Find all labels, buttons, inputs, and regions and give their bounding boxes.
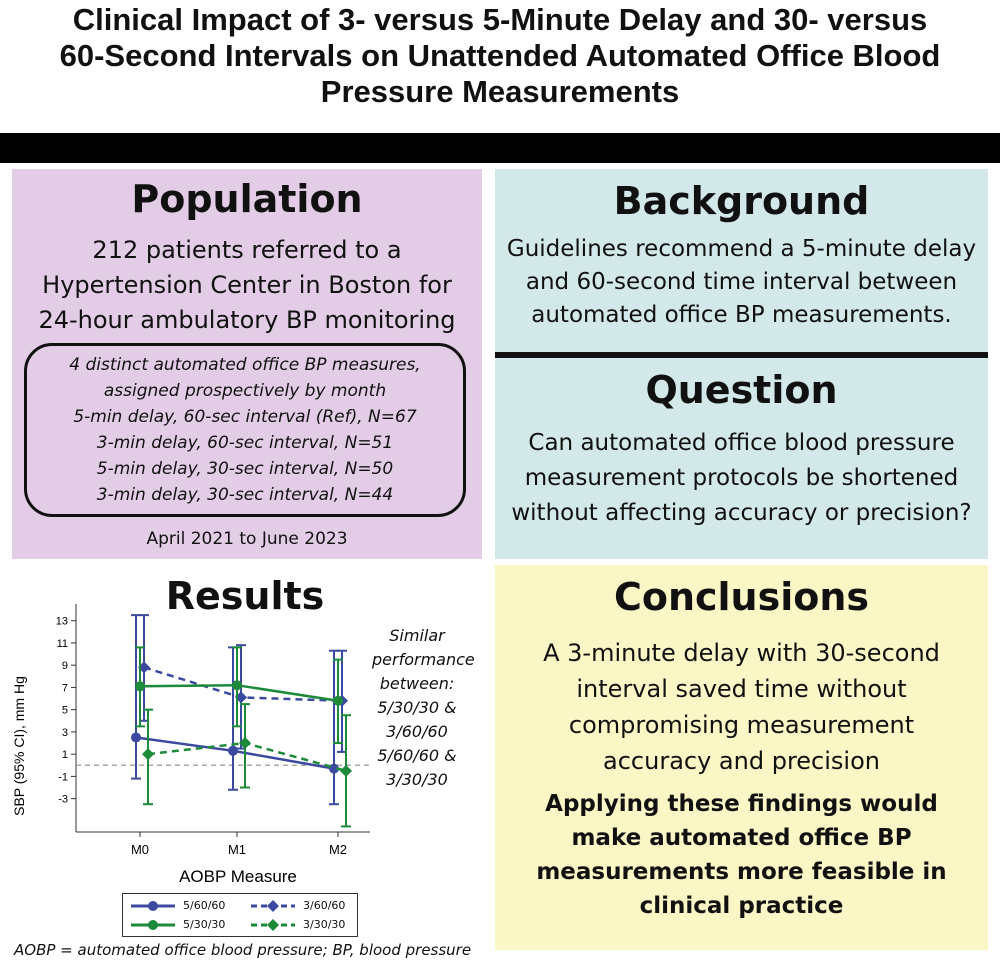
measures-line: assigned prospectively by month [103, 381, 387, 401]
y-tick-label: -3 [58, 794, 68, 806]
question-heading: Question [645, 368, 838, 412]
conclusions-line: compromising measurement [568, 711, 915, 739]
measures-line: 5-min delay, 30-sec interval, N=50 [96, 459, 394, 479]
background-line: Guidelines recommend a 5-minute delay [506, 236, 977, 262]
y-tick-label: 9 [62, 660, 68, 672]
data-point [131, 732, 141, 743]
legend-marker-diamond [267, 919, 279, 931]
background-text: Guidelines recommend a 5-minute delay an… [495, 233, 988, 332]
question-line: measurement protocols be shortened [524, 465, 959, 491]
similar-performance-note: Similar performance between: 5/30/30 & 3… [372, 624, 475, 792]
y-tick-label: 3 [62, 727, 68, 739]
question-text: Can automated office blood pressure meas… [495, 426, 988, 531]
population-line: Hypertension Center in Boston for [42, 271, 452, 299]
data-point [239, 737, 251, 750]
study-dates: April 2021 to June 2023 [146, 529, 348, 549]
data-point [329, 763, 339, 774]
note-line: 5/30/30 & [377, 698, 457, 717]
conclusions-text: A 3-minute delay with 30-second interval… [495, 635, 988, 779]
title-divider-bar [0, 133, 1000, 163]
conclusions-line: A 3-minute delay with 30-second [543, 639, 940, 667]
note-line: between: [379, 674, 455, 693]
title-line: 60-Second Intervals on Unattended Automa… [59, 38, 941, 73]
conclusions-panel: Conclusions A 3-minute delay with 30-sec… [495, 565, 988, 950]
results-heading: Results [165, 574, 325, 618]
measures-line: 3-min delay, 30-sec interval, N=44 [96, 485, 394, 505]
y-tick-label: 11 [57, 638, 68, 650]
footnote: AOBP = automated office blood pressure; … [14, 941, 472, 959]
measures-line: 4 distinct automated office BP measures, [69, 355, 421, 375]
measures-line: 5-min delay, 60-sec interval (Ref), N=67 [73, 407, 417, 427]
note-line: 5/60/60 & [377, 746, 457, 765]
title-line: Clinical Impact of 3- versus 5-Minute De… [72, 2, 928, 37]
y-tick-label: 7 [62, 682, 68, 694]
conclusions-bold-line: measurements more feasible in [536, 859, 947, 885]
legend-marker-diamond [267, 900, 279, 912]
background-line: and 60-second time interval between [525, 269, 958, 295]
data-point [142, 748, 154, 761]
x-tick-label: M2 [329, 842, 347, 857]
population-text: 212 patients referred to a Hypertension … [12, 233, 482, 338]
data-point [232, 680, 242, 691]
note-line: Similar [389, 626, 445, 645]
data-point [340, 764, 352, 777]
background-heading: Background [613, 179, 870, 223]
title-line: Pressure Measurements [320, 74, 680, 109]
data-point [333, 695, 343, 706]
data-point [135, 681, 145, 692]
note-line: 3/60/60 [386, 722, 448, 741]
x-tick-label: M0 [131, 842, 149, 857]
y-tick-label: -1 [58, 771, 68, 783]
question-line: Can automated office blood pressure [528, 430, 955, 456]
plot-area: 13 11 9 7 5 3 1 -1 -3M0 M1 M2 [56, 604, 370, 857]
measures-line: 3-min delay, 60-sec interval, N=51 [96, 433, 394, 453]
note-line: performance [372, 650, 475, 669]
note-line: 3/30/30 [386, 770, 448, 789]
measures-text: 4 distinct automated office BP measures,… [27, 352, 463, 508]
legend-label: 5/60/60 [183, 899, 226, 912]
y-tick-label: 13 [56, 616, 68, 628]
background-line: automated office BP measurements. [531, 302, 952, 328]
conclusions-line: interval saved time without [576, 675, 907, 703]
section-divider [495, 352, 988, 358]
question-line: without affecting accuracy or precision? [511, 500, 972, 526]
x-tick-label: M1 [228, 842, 246, 857]
legend-label: 5/30/30 [183, 918, 226, 931]
conclusions-bold-line: Applying these findings would [545, 791, 938, 817]
conclusions-bold-line: make automated office BP [571, 825, 912, 851]
background-panel: Background Guidelines recommend a 5-minu… [495, 169, 988, 355]
chart-legend: 5/60/60 3/60/60 5/30/30 3/30/30 [122, 893, 358, 937]
population-panel: Population 212 patients referred to a Hy… [12, 169, 482, 559]
question-panel: Question Can automated office blood pres… [495, 358, 988, 559]
legend-marker-circle [148, 901, 158, 911]
y-tick-label: 1 [62, 749, 68, 761]
conclusions-heading: Conclusions [613, 575, 870, 619]
conclusions-bold-line: clinical practice [639, 893, 844, 919]
legend-marker-circle [148, 920, 158, 930]
x-axis-label: AOBP Measure [179, 867, 297, 886]
conclusions-bold-text: Applying these findings would make autom… [495, 787, 988, 923]
y-tick-label: 5 [62, 705, 68, 717]
y-axis-label: SBP (95% CI), mm Hg [11, 676, 27, 816]
data-point [228, 745, 238, 756]
poster-title: Clinical Impact of 3- versus 5-Minute De… [0, 2, 1000, 110]
sbp-chart: SBP (95% CI), mm Hg AOBP Measure 1311975… [11, 604, 370, 886]
legend-label: 3/30/30 [303, 918, 346, 931]
population-heading: Population [131, 177, 363, 221]
measures-box: 4 distinct automated office BP measures,… [24, 343, 466, 517]
population-line: 212 patients referred to a [92, 236, 402, 264]
conclusions-line: accuracy and precision [603, 747, 880, 775]
legend-swatches [131, 900, 295, 931]
legend-label: 3/60/60 [303, 899, 346, 912]
population-line: 24-hour ambulatory BP monitoring [38, 306, 456, 334]
